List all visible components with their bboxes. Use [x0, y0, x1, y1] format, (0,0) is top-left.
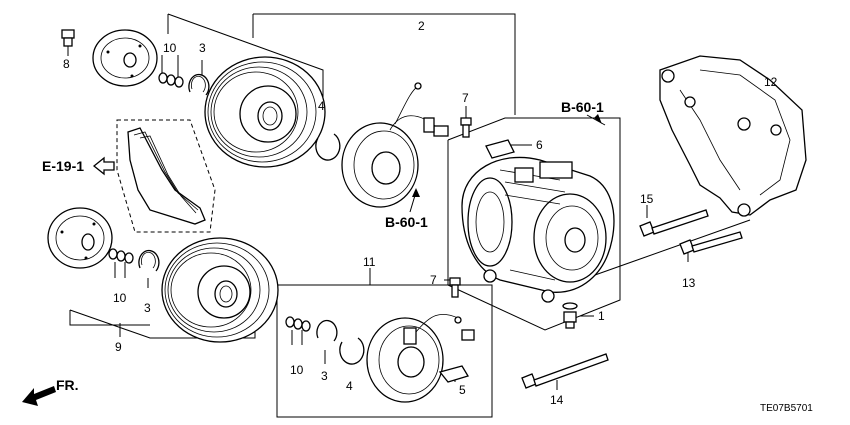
reference-e19: E-19-1	[42, 158, 84, 174]
callout-13: 13	[682, 276, 696, 290]
field-coil-icon	[285, 277, 475, 403]
snap-ring-icon	[316, 319, 338, 342]
shim-icon	[108, 248, 134, 264]
callout-5: 5	[459, 383, 466, 397]
snap-ring-icon	[138, 249, 160, 272]
snap-ring-icon	[339, 337, 365, 365]
bracket-icon	[438, 365, 469, 383]
callout-12: 12	[764, 75, 778, 89]
bracket-icon	[485, 139, 515, 159]
reference-b60-mid: B-60-1	[385, 214, 428, 230]
callout-10: 10	[163, 41, 177, 55]
shim-icon	[158, 72, 184, 88]
callout-4: 4	[346, 379, 353, 393]
bolt-icon	[449, 277, 461, 298]
lower-clutch-group	[47, 207, 279, 343]
callout-1: 1	[598, 309, 605, 323]
callout-10: 10	[290, 363, 304, 377]
valve-icon	[562, 302, 578, 329]
callout-2: 2	[418, 19, 425, 33]
callout-10: 10	[113, 291, 127, 305]
callout-3: 3	[144, 301, 151, 315]
callout-9: 9	[115, 340, 122, 354]
callout-7: 7	[430, 273, 437, 287]
callout-14: 14	[550, 393, 564, 407]
upper-clutch-group	[61, 29, 341, 168]
pressure-plate-icon	[92, 29, 158, 87]
shim-icon	[285, 316, 311, 332]
pulley-icon	[204, 56, 326, 168]
field-coil-icon	[341, 82, 449, 208]
mounting-bracket-icon	[659, 55, 807, 217]
callout-3: 3	[199, 41, 206, 55]
callout-8: 8	[63, 57, 70, 71]
bolt-icon	[460, 117, 472, 138]
drive-belt-icon	[127, 127, 206, 225]
snap-ring-icon	[315, 133, 341, 161]
drawing-code: TE07B5701	[760, 403, 813, 414]
bolt-icon	[61, 29, 75, 47]
callout-4: 4	[318, 99, 325, 113]
reference-b60-top: B-60-1	[561, 99, 604, 115]
callout-11: 11	[363, 255, 376, 269]
bolt-icon	[521, 353, 609, 389]
callout-3: 3	[321, 369, 328, 383]
bolt-icon	[639, 209, 709, 237]
pressure-plate-icon	[47, 207, 113, 269]
pulley-icon	[161, 237, 279, 343]
snap-ring-icon	[188, 73, 210, 96]
callout-7: 7	[462, 91, 469, 105]
front-direction-arrow-icon	[22, 386, 56, 406]
compressor-icon	[460, 117, 615, 329]
reference-arrows	[92, 114, 602, 213]
front-direction-label: FR.	[56, 377, 79, 393]
callout-6: 6	[536, 138, 543, 152]
callout-15: 15	[640, 192, 654, 206]
bolt-icon	[679, 231, 743, 255]
